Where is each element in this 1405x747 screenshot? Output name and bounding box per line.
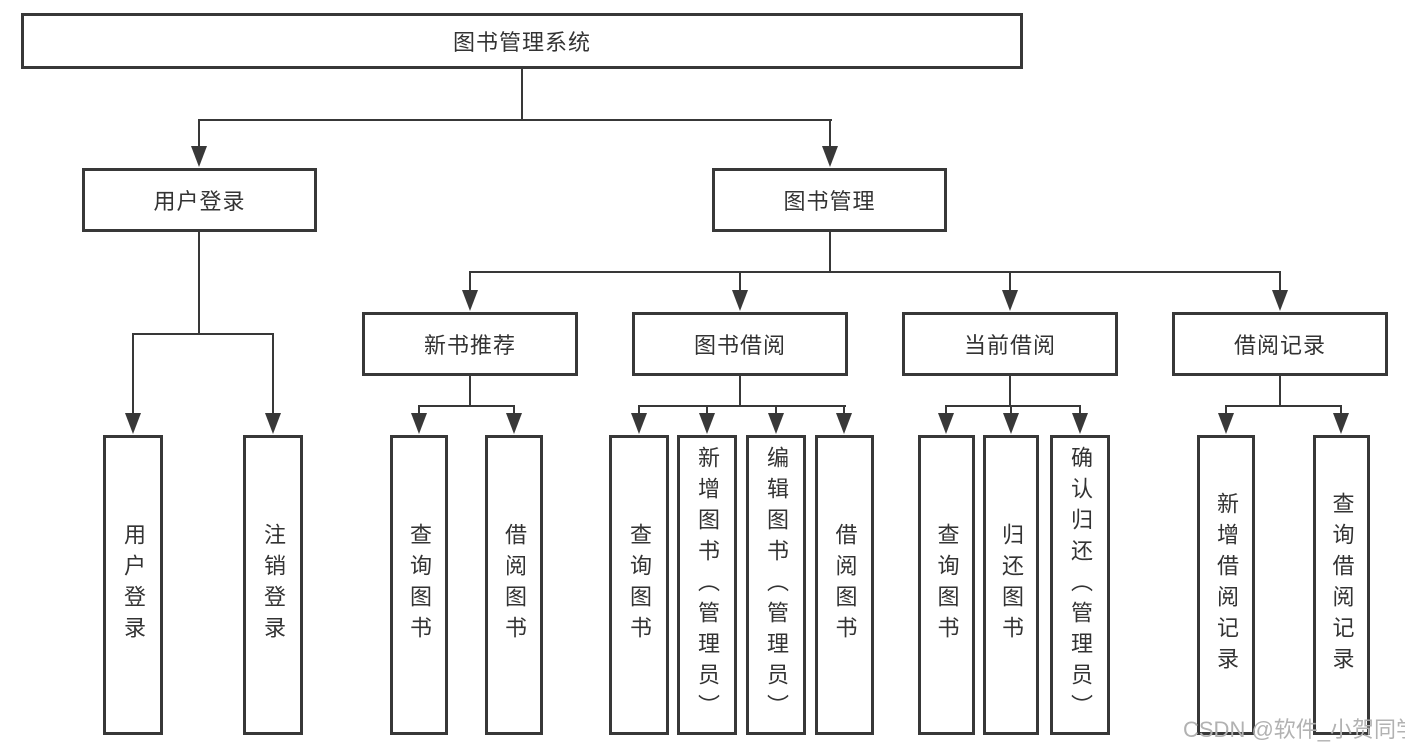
- connector-line: [775, 405, 777, 417]
- connector-line: [1225, 405, 1342, 407]
- node-leaf-query-books-3: 查询图书: [918, 435, 975, 735]
- connector-line: [132, 333, 134, 415]
- node-new-book-rec: 新书推荐: [362, 312, 578, 376]
- connector-line: [739, 376, 741, 406]
- connector-line: [945, 405, 1081, 407]
- arrowhead-down-icon: [125, 413, 141, 434]
- arrowhead-down-icon: [938, 413, 954, 434]
- connector-line: [638, 405, 640, 417]
- node-label: 归还图书: [999, 523, 1024, 647]
- arrowhead-down-icon: [265, 413, 281, 434]
- node-leaf-user-login: 用户登录: [103, 435, 163, 735]
- node-book-mgmt: 图书管理: [712, 168, 947, 232]
- connector-line: [1225, 405, 1227, 417]
- connector-line: [1340, 405, 1342, 417]
- node-leaf-add-record: 新增借阅记录: [1197, 435, 1255, 735]
- arrowhead-down-icon: [732, 290, 748, 311]
- arrowhead-down-icon: [191, 146, 207, 167]
- connector-line: [418, 405, 420, 417]
- connector-line: [272, 333, 274, 415]
- connector-line: [469, 271, 1281, 273]
- node-user-login: 用户登录: [82, 168, 317, 232]
- arrowhead-down-icon: [411, 413, 427, 434]
- connector-line: [638, 405, 846, 407]
- connector-line: [513, 405, 515, 417]
- node-book-borrow: 图书借阅: [632, 312, 848, 376]
- node-leaf-query-record: 查询借阅记录: [1313, 435, 1370, 735]
- node-leaf-add-books-admin: 新增图书（管理员）: [677, 435, 737, 735]
- node-label: 借阅图书: [832, 523, 858, 647]
- node-label: 新增图书（管理员）: [695, 445, 720, 725]
- node-leaf-query-books-2: 查询图书: [609, 435, 669, 735]
- connector-line: [1279, 271, 1281, 293]
- node-root: 图书管理系统: [21, 13, 1023, 69]
- node-label: 图书借阅: [693, 333, 786, 358]
- connector-line: [706, 405, 708, 417]
- node-leaf-return-books: 归还图书: [983, 435, 1039, 735]
- connector-line: [469, 271, 471, 293]
- connector-line: [418, 405, 515, 407]
- arrowhead-down-icon: [699, 413, 715, 434]
- csdn-watermark: CSDN @软件_小贺同学: [1183, 717, 1405, 742]
- node-label: 图书管理: [783, 189, 876, 214]
- node-label: 确认归还（管理员）: [1068, 445, 1093, 725]
- connector-line: [829, 119, 831, 149]
- arrowhead-down-icon: [462, 290, 478, 311]
- connector-line: [198, 119, 832, 121]
- arrowhead-down-icon: [768, 413, 784, 434]
- node-label: 查询图书: [407, 523, 432, 647]
- arrowhead-down-icon: [1333, 413, 1349, 434]
- arrowhead-down-icon: [1072, 413, 1088, 434]
- connector-line: [521, 69, 523, 121]
- node-label: 新增借阅记录: [1214, 492, 1239, 678]
- arrowhead-down-icon: [1218, 413, 1234, 434]
- node-label: 查询图书: [627, 523, 652, 647]
- connector-line: [1009, 376, 1011, 406]
- connector-line: [469, 376, 471, 406]
- arrowhead-down-icon: [822, 146, 838, 167]
- node-label: 当前借阅: [963, 333, 1056, 358]
- connector-line: [1079, 405, 1081, 417]
- arrowhead-down-icon: [836, 413, 852, 434]
- node-current-borrow: 当前借阅: [902, 312, 1118, 376]
- connector-line: [198, 232, 200, 334]
- connector-line: [198, 119, 200, 149]
- node-leaf-borrow-books-1: 借阅图书: [485, 435, 543, 735]
- node-leaf-confirm-return: 确认归还（管理员）: [1050, 435, 1110, 735]
- connector-line: [1010, 405, 1012, 417]
- node-label: 注销登录: [261, 523, 286, 647]
- connector-line: [843, 405, 845, 417]
- arrowhead-down-icon: [506, 413, 522, 434]
- node-label: 用户登录: [153, 189, 246, 214]
- node-label: 编辑图书（管理员）: [764, 445, 789, 725]
- node-label: 新书推荐: [423, 333, 516, 358]
- connector-line: [132, 333, 274, 335]
- arrowhead-down-icon: [631, 413, 647, 434]
- arrowhead-down-icon: [1003, 413, 1019, 434]
- connector-line: [1279, 376, 1281, 406]
- node-leaf-borrow-books-2: 借阅图书: [815, 435, 874, 735]
- node-label: 查询借阅记录: [1329, 492, 1355, 678]
- node-label: 查询图书: [934, 523, 960, 647]
- connector-line: [739, 271, 741, 293]
- connector-line: [829, 232, 831, 272]
- node-label: 用户登录: [121, 523, 146, 647]
- node-leaf-edit-books-admin: 编辑图书（管理员）: [746, 435, 806, 735]
- arrowhead-down-icon: [1272, 290, 1288, 311]
- node-leaf-logout: 注销登录: [243, 435, 303, 735]
- node-label: 借阅图书: [502, 523, 527, 647]
- connector-line: [1009, 271, 1011, 293]
- arrowhead-down-icon: [1002, 290, 1018, 311]
- node-leaf-query-books-1: 查询图书: [390, 435, 448, 735]
- connector-line: [945, 405, 947, 417]
- node-label: 借阅记录: [1233, 333, 1326, 358]
- node-label: 图书管理系统: [452, 30, 591, 55]
- node-borrow-records: 借阅记录: [1172, 312, 1388, 376]
